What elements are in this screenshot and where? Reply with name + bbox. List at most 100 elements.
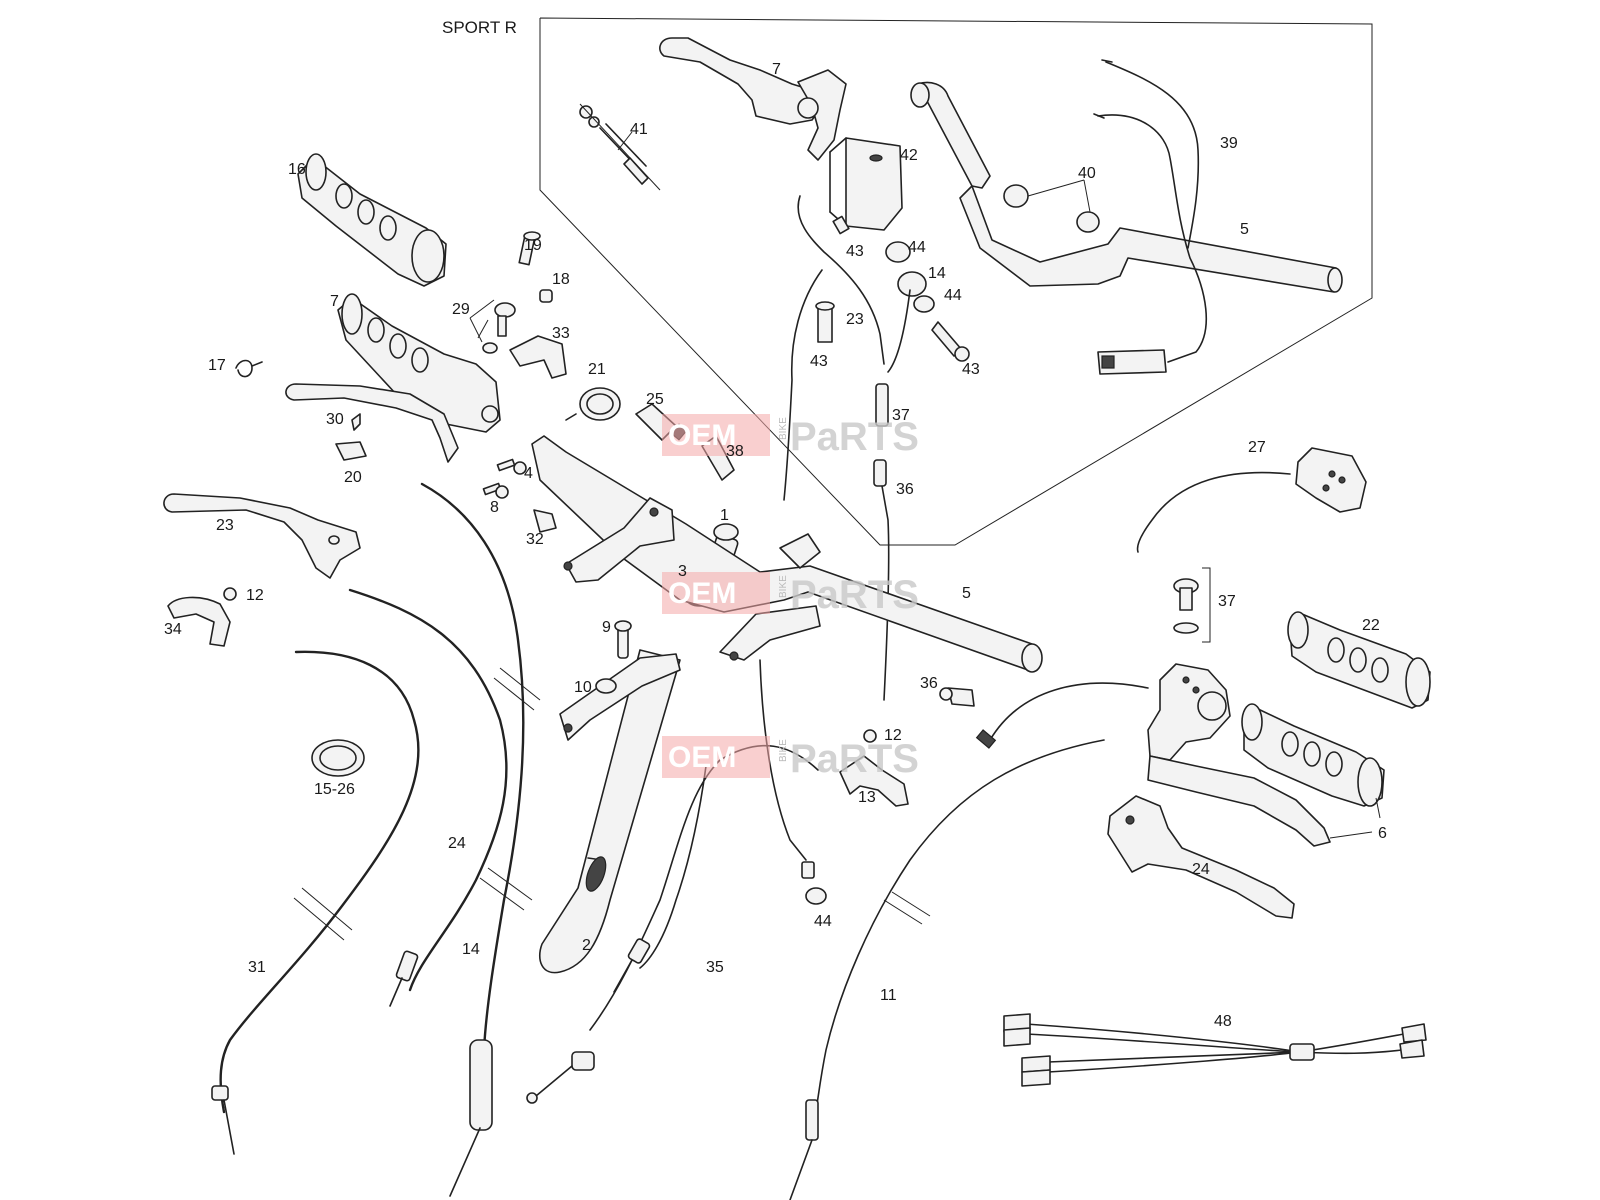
label-part-43: 43 xyxy=(810,353,828,370)
sport-r-inset: SPORT R xyxy=(442,17,1373,546)
label-part-43: 43 xyxy=(846,243,864,260)
label-part-37: 37 xyxy=(1218,593,1236,610)
label-part-5: 5 xyxy=(1240,221,1249,238)
part-19-18-29-screws[interactable] xyxy=(477,231,553,354)
part-47-switch-box[interactable] xyxy=(829,137,903,231)
part-41-wiring[interactable] xyxy=(1093,59,1207,375)
part-32-bolt[interactable] xyxy=(533,509,557,533)
label-part-14: 14 xyxy=(928,265,946,282)
label-part-25: 24 xyxy=(1192,861,1210,878)
label-part-14: 14 xyxy=(462,941,480,958)
watermark-2: OEM BIKE PaRTS xyxy=(662,572,919,617)
label-part-48: 48 xyxy=(1214,1013,1232,1030)
label-part-23: 24 xyxy=(448,835,466,852)
label-part-47: 42 xyxy=(900,147,918,164)
label-part-10: 10 xyxy=(574,679,592,696)
label-part-7: 7 xyxy=(772,61,781,78)
label-part-18: 18 xyxy=(552,271,570,288)
leader-lines xyxy=(469,131,633,343)
label-part-12: 12 xyxy=(246,587,264,604)
svg-text:BIKE: BIKE xyxy=(778,575,789,598)
part-37-screw-washer[interactable] xyxy=(1173,567,1211,643)
part-7-throttle-assembly[interactable] xyxy=(285,293,501,463)
label-part-40: 37 xyxy=(892,407,910,424)
label-part-22: 22 xyxy=(1362,617,1380,634)
label-part-4: 4 xyxy=(524,465,533,482)
label-part-27: 25 xyxy=(646,391,664,408)
label-part-39: 36 xyxy=(896,481,914,498)
inset-cables xyxy=(783,195,911,701)
part-5-main-handlebar[interactable] xyxy=(531,435,1043,741)
part-9-10-bolt-washer[interactable] xyxy=(595,620,632,694)
part-labels: 7 41 42 39 40 5 43 44 14 44 23 43 43 37 … xyxy=(164,61,1387,1030)
label-part-30: 30 xyxy=(326,411,344,428)
label-part-46: 41 xyxy=(630,121,648,138)
label-part-29: 29 xyxy=(452,301,470,318)
part-33-clamp[interactable] xyxy=(509,335,567,379)
part-43-screws[interactable] xyxy=(815,215,850,343)
label-part-1: 1 xyxy=(720,507,729,524)
part-36-bolt[interactable] xyxy=(939,687,975,707)
part-2-steering-stem[interactable] xyxy=(538,649,681,974)
part-22-grip[interactable] xyxy=(1287,611,1431,709)
label-part-24: 23 xyxy=(216,517,234,534)
part-6-lever-grip-assembly[interactable] xyxy=(1147,663,1385,847)
part-25-lever[interactable] xyxy=(1107,795,1295,919)
part-28-switch[interactable] xyxy=(1295,447,1367,513)
label-part-20: 20 xyxy=(344,469,362,486)
label-part-15-26: 15-26 xyxy=(314,781,355,798)
label-part-8: 8 xyxy=(490,499,499,516)
label-part-32: 32 xyxy=(526,531,544,548)
svg-text:PaRTS: PaRTS xyxy=(790,573,919,617)
sport-r-title: SPORT R xyxy=(442,18,517,37)
label-part-12: 12 xyxy=(884,727,902,744)
label-part-17: 17 xyxy=(208,357,226,374)
watermark-3: OEM BIKE PaRTS xyxy=(662,736,919,781)
label-part-41: 39 xyxy=(1220,135,1238,152)
part-5-inset-handlebar[interactable] xyxy=(910,81,1343,293)
svg-text:OEM: OEM xyxy=(668,419,736,452)
label-part-38: 38 xyxy=(726,443,744,460)
label-part-23: 23 xyxy=(846,311,864,328)
label-part-13: 13 xyxy=(858,789,876,806)
part-16-grip[interactable] xyxy=(297,153,447,287)
label-part-44: 44 xyxy=(944,287,962,304)
part-15-26-cable-tie[interactable] xyxy=(311,739,365,777)
watermark-oem-bike-parts: OEM BIKE PaRTS OEM BIKE PaRTS OEM BIKE P… xyxy=(662,414,919,781)
label-part-35: 35 xyxy=(706,959,724,976)
svg-text:OEM: OEM xyxy=(668,577,736,610)
part-7-inset-lever[interactable] xyxy=(659,37,847,161)
svg-text:PaRTS: PaRTS xyxy=(790,415,919,459)
label-part-36: 36 xyxy=(920,675,938,692)
watermark-1: OEM BIKE PaRTS xyxy=(662,414,919,459)
label-part-33: 33 xyxy=(552,325,570,342)
part-48-wiring-harness[interactable] xyxy=(1003,1013,1427,1087)
label-part-19: 19 xyxy=(524,237,542,254)
label-part-2: 2 xyxy=(582,937,591,954)
part-34-bracket[interactable] xyxy=(167,587,237,647)
label-part-31: 31 xyxy=(248,959,266,976)
svg-text:BIKE: BIKE xyxy=(778,417,789,440)
part-44-washers[interactable] xyxy=(885,241,970,362)
label-part-21: 21 xyxy=(588,361,606,378)
part-21-spring-clip[interactable] xyxy=(565,387,621,421)
part-42-buttons[interactable] xyxy=(1003,179,1100,233)
part-17-spring[interactable] xyxy=(235,359,263,378)
label-part-44: 44 xyxy=(908,239,926,256)
label-part-9: 9 xyxy=(602,619,611,636)
svg-text:PaRTS: PaRTS xyxy=(790,737,919,781)
label-part-7: 7 xyxy=(330,293,339,310)
part-30-20-small-parts[interactable] xyxy=(335,413,367,461)
label-part-11: 11 xyxy=(880,987,897,1004)
label-part-34: 34 xyxy=(164,621,182,638)
label-part-44: 44 xyxy=(814,913,832,930)
label-part-5: 5 xyxy=(962,585,971,602)
part-4-8-screws[interactable] xyxy=(482,458,527,499)
part-13-12-lever-small[interactable] xyxy=(839,729,909,807)
label-part-42: 40 xyxy=(1078,165,1096,182)
label-part-28: 27 xyxy=(1248,439,1266,456)
label-part-45: 43 xyxy=(962,361,980,378)
svg-text:BIKE: BIKE xyxy=(778,739,789,762)
part-24-lever[interactable] xyxy=(163,493,361,579)
